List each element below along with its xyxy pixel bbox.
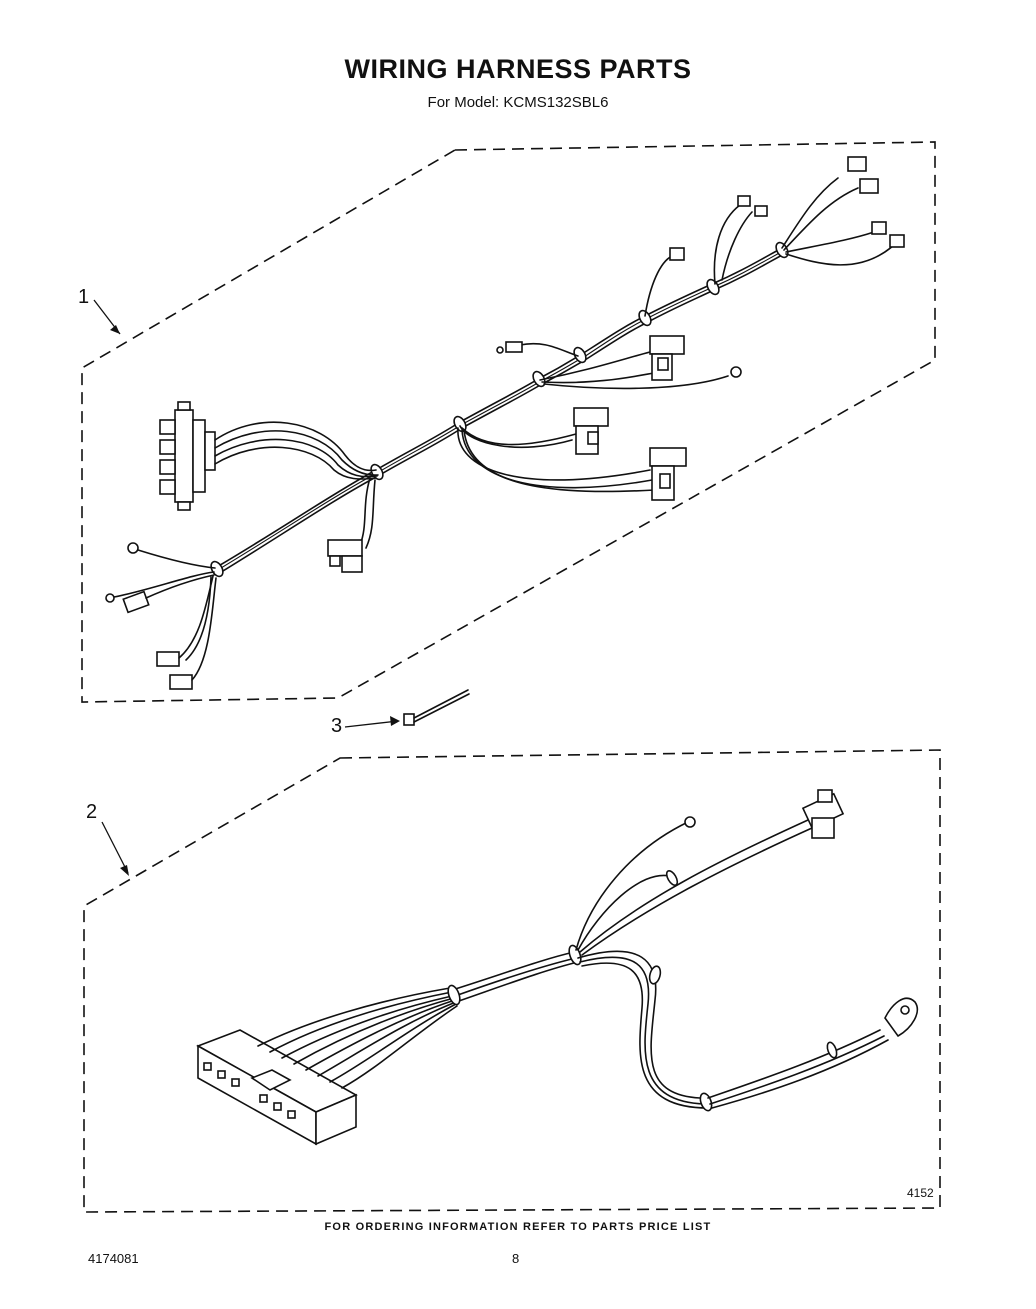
model-subtitle: For Model: KCMS132SBL6 (427, 94, 609, 111)
part-2-dashed-boundary (83, 749, 941, 1213)
callout-2-arrowhead (120, 865, 129, 876)
document-number: 4174081 (88, 1251, 139, 1266)
callout-1-label: 1 (78, 286, 90, 308)
callout-1-arrowhead (110, 325, 120, 334)
page-number: 8 (512, 1251, 520, 1266)
part-2-group (83, 749, 941, 1213)
mid-branches (496, 247, 742, 390)
callout-3-label: 3 (331, 715, 343, 737)
part-2-multi-pin-connector (196, 1029, 358, 1146)
callout-2-leader (101, 821, 129, 874)
center-branches (457, 407, 687, 501)
ordering-note: FOR ORDERING INFORMATION REFER TO PARTS … (324, 1221, 712, 1233)
part-1-group (81, 141, 936, 703)
right-end-branches (713, 156, 905, 285)
part-2-lower-loop (577, 950, 919, 1112)
center-left-drop-connector (327, 477, 376, 573)
callout-3-arrowhead (390, 716, 400, 726)
part-1-dashed-boundary (81, 141, 936, 703)
part-3-cable-tie (344, 689, 470, 728)
left-end-branches (105, 542, 217, 690)
callout-2-label: 2 (86, 801, 98, 823)
callout-3-leader (344, 720, 399, 728)
figure-code: 4152 (907, 1186, 934, 1200)
left-multi-pin-connector (159, 401, 379, 511)
page-title: WIRING HARNESS PARTS (344, 54, 692, 84)
part-2-wire-bundle (257, 944, 582, 1089)
part-1-trunk (214, 247, 785, 575)
part-2-top-branches (575, 789, 845, 956)
